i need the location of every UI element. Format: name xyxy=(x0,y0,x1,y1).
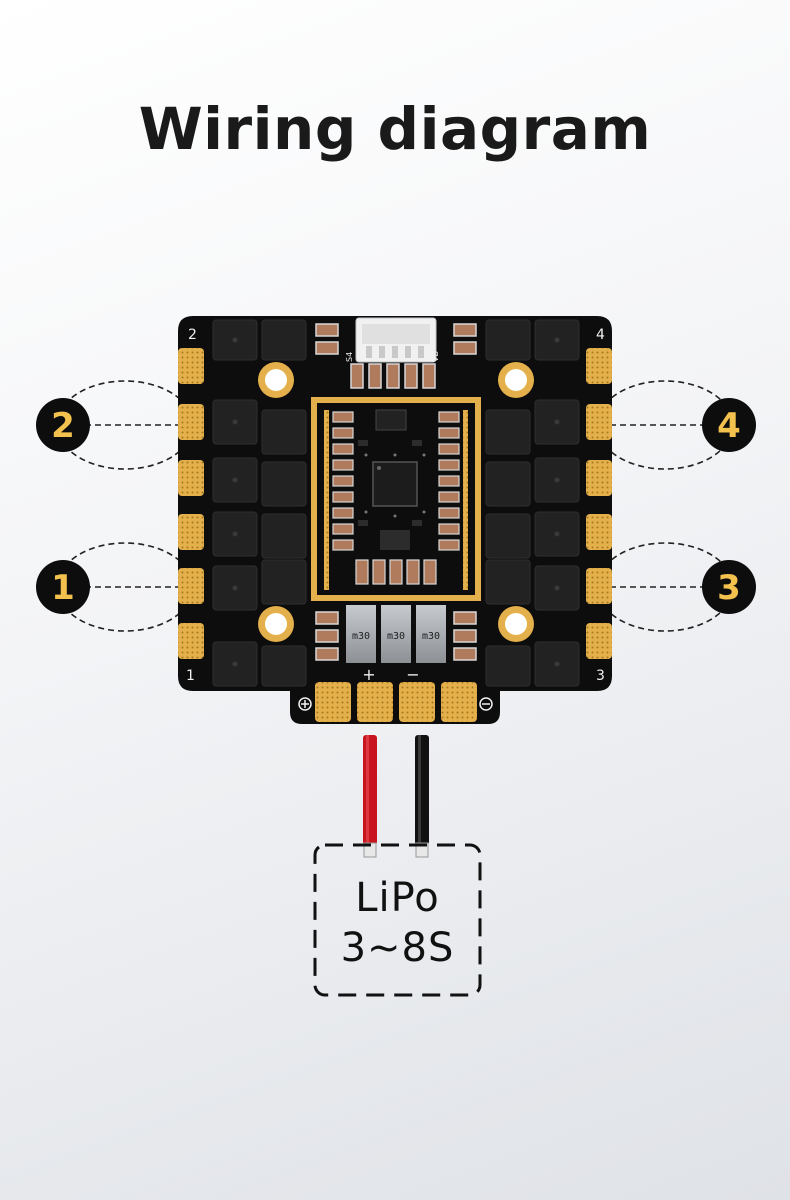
battery-pads xyxy=(315,682,477,722)
connector-label-s4: S4 xyxy=(345,352,354,362)
page-title: Wiring diagram xyxy=(138,95,652,163)
motor-badge-2-label: 2 xyxy=(51,406,75,446)
mcu-frame xyxy=(311,397,481,601)
polarity-minus: − xyxy=(406,665,419,684)
motor-badge-1-label: 1 xyxy=(51,568,75,608)
motor-pads xyxy=(178,348,612,659)
corner-label-1: 1 xyxy=(186,668,195,684)
motor-badge-4-label: 4 xyxy=(717,406,741,446)
motor-badge-2 xyxy=(36,398,90,452)
corner-label-4: 4 xyxy=(596,327,605,343)
mosfets xyxy=(212,319,580,687)
cap-label: m30 xyxy=(352,631,370,642)
motor-badge-1 xyxy=(36,560,90,614)
negative-symbol-icon xyxy=(479,697,493,711)
cap-label: m30 xyxy=(422,631,440,642)
connector-label-vb: VB xyxy=(431,351,440,362)
polarity-plus: + xyxy=(362,665,375,684)
bulk-capacitors xyxy=(346,605,446,663)
motor-badge-3 xyxy=(702,560,756,614)
battery-cell-count-label: 3~8S xyxy=(340,925,455,971)
corner-label-3: 3 xyxy=(596,668,605,684)
lipo-battery-box xyxy=(313,843,482,997)
battery-type-label: LiPo xyxy=(355,875,440,921)
esc-board xyxy=(178,316,612,724)
motor-badge-4 xyxy=(702,398,756,452)
red-wire xyxy=(363,735,377,845)
battery-wires xyxy=(363,735,429,858)
mounting-holes xyxy=(258,362,534,642)
black-wire xyxy=(415,735,429,845)
motor-badge-3-label: 3 xyxy=(717,568,741,608)
cap-label: m30 xyxy=(387,631,405,642)
positive-symbol-icon xyxy=(298,697,312,711)
corner-label-2: 2 xyxy=(188,327,197,343)
signal-connector xyxy=(355,317,437,363)
mcu-frame-dots xyxy=(324,410,468,590)
motor-badges: 2 1 4 3 xyxy=(36,398,756,614)
